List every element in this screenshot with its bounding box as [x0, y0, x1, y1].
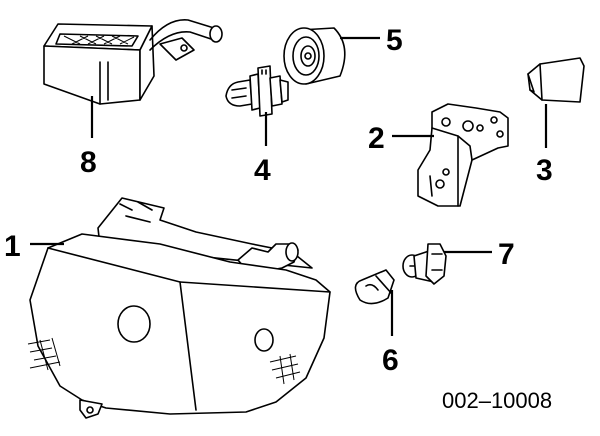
wiring-connector-icon	[43, 19, 223, 105]
callout-5: 5	[386, 24, 403, 57]
socket-cap-icon	[283, 27, 346, 85]
callout-6: 6	[382, 344, 399, 377]
mounting-bracket-icon	[417, 103, 509, 207]
callout-4: 4	[254, 154, 271, 187]
support-bracket-icon	[527, 57, 585, 103]
bulb-socket-icon	[402, 243, 447, 285]
halogen-bulb-icon	[225, 65, 289, 117]
small-bulb-icon	[354, 269, 395, 305]
callout-3: 3	[536, 154, 553, 187]
headlamp-assembly-icon	[27, 197, 331, 419]
callout-8: 8	[80, 146, 97, 179]
callout-2: 2	[368, 122, 385, 155]
callout-1: 1	[4, 230, 21, 263]
callout-7: 7	[498, 238, 515, 271]
diagram-code: 002–10008	[442, 388, 552, 413]
